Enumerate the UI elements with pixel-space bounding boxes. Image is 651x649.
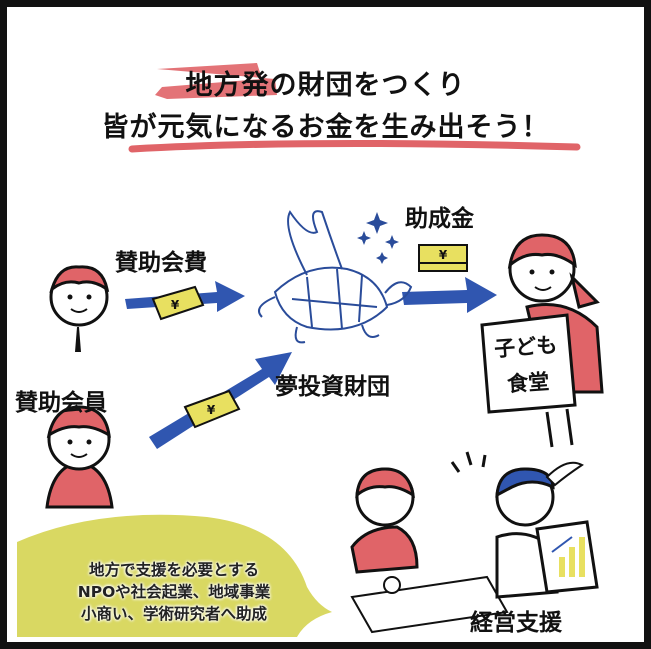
yen-symbol: ¥ [171, 298, 180, 312]
label-grant: 助成金 [405, 206, 474, 232]
kids-cafeteria-sign-text: 子ども食堂 [493, 332, 559, 397]
yen-symbol: ¥ [207, 403, 216, 417]
label-member: 賛助会員 [15, 390, 107, 416]
label-foundation: 夢投資財団 [275, 374, 390, 400]
label-management-support: 経営支援 [470, 610, 562, 636]
note-line-1: 地方で支援を必要とする [88, 561, 260, 579]
title-highlight [155, 63, 277, 99]
title-line-2: 皆が元気になるお金を生み出そう！ [101, 112, 550, 143]
arrow-grant [402, 277, 497, 313]
money-grant: ¥ [418, 244, 468, 272]
title-underline [128, 139, 581, 153]
illustration: ¥ ¥ ¥ [17, 63, 604, 637]
money-member: ¥ [183, 389, 241, 429]
person-student [350, 467, 509, 634]
label-membership-fee: 賛助会費 [115, 250, 207, 276]
sparkles-icon [357, 212, 399, 264]
person-sponsor-member [45, 405, 114, 509]
grant-target-note: 地方で支援を必要とする NPOや社会起業、地域事業 小商い、学術研究者へ助成 [29, 559, 319, 625]
money-fee: ¥ [151, 285, 205, 321]
note-blob [17, 514, 332, 637]
yen-symbol: ¥ [439, 248, 448, 262]
person-advisor [450, 451, 599, 599]
note-line-3: 小商い、学術研究者へ助成 [80, 605, 267, 623]
person-grant-recipient [480, 233, 604, 448]
person-sponsor-man [49, 265, 110, 352]
winged-turtle-icon [258, 210, 413, 344]
title-line-1: 地方発の財団をつくり [185, 70, 466, 101]
note-line-2: NPOや社会起業、地域事業 [77, 583, 271, 601]
